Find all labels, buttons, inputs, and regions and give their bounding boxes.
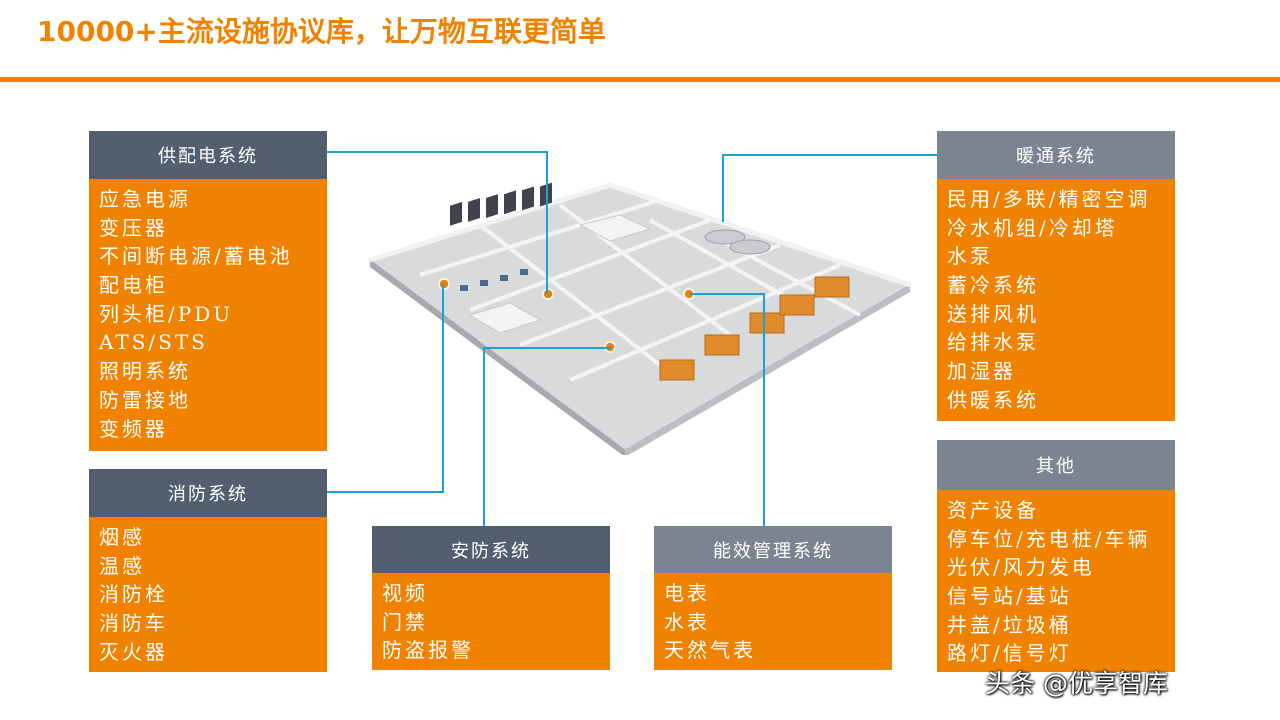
list-item: 资产设备 <box>947 498 1039 522</box>
list-item: 供暖系统 <box>947 387 1039 412</box>
list-item: 变压器 <box>99 215 168 240</box>
list-item: 电表 <box>664 581 710 605</box>
list-item: 不间断电源/蓄电池 <box>99 244 293 269</box>
list-item: ATS/STS <box>99 330 208 355</box>
power-supply-card: 供配电系统 应急电源 变压器 不间断电源/蓄电池 配电柜 列头柜/PDU ATS… <box>89 131 327 451</box>
list-item: 送排风机 <box>947 301 1039 326</box>
list-item: 信号站/基站 <box>947 584 1072 609</box>
security-list: 视频 门禁 防盗报警 <box>372 573 610 670</box>
list-item: 照明系统 <box>99 359 191 384</box>
list-item: 烟感 <box>99 525 145 549</box>
list-item: 消防车 <box>99 611 168 636</box>
fire-protection-list: 烟感 温感 消防栓 消防车 灭火器 <box>89 517 327 672</box>
list-item: 变频器 <box>99 416 168 441</box>
list-item: 配电柜 <box>99 273 168 298</box>
list-item: 停车位/充电桩/车辆 <box>947 526 1151 551</box>
power-supply-heading: 供配电系统 <box>89 131 327 179</box>
list-item: 灭火器 <box>99 639 168 664</box>
list-item: 应急电源 <box>99 187 191 211</box>
fire-protection-heading: 消防系统 <box>89 469 327 517</box>
energy-management-heading: 能效管理系统 <box>654 526 892 573</box>
list-item: 光伏/风力发电 <box>947 555 1095 580</box>
title-divider <box>0 77 1280 82</box>
list-item: 天然气表 <box>664 638 756 663</box>
power-supply-list: 应急电源 变压器 不间断电源/蓄电池 配电柜 列头柜/PDU ATS/STS 照… <box>89 179 327 451</box>
security-card: 安防系统 视频 门禁 防盗报警 <box>372 526 610 670</box>
list-item: 防盗报警 <box>382 638 474 663</box>
list-item: 门禁 <box>382 609 428 634</box>
hvac-list: 民用/多联/精密空调 冷水机组/冷却塔 水泵 蓄冷系统 送排风机 给排水泵 加湿… <box>937 179 1175 421</box>
other-heading: 其他 <box>937 440 1175 490</box>
list-item: 路灯/信号灯 <box>947 641 1072 666</box>
security-heading: 安防系统 <box>372 526 610 573</box>
list-item: 消防栓 <box>99 582 168 607</box>
fire-protection-card: 消防系统 烟感 温感 消防栓 消防车 灭火器 <box>89 469 327 672</box>
other-list: 资产设备 停车位/充电桩/车辆 光伏/风力发电 信号站/基站 井盖/垃圾桶 路灯… <box>937 490 1175 672</box>
energy-management-list: 电表 水表 天然气表 <box>654 573 892 670</box>
list-item: 民用/多联/精密空调 <box>947 187 1151 211</box>
page-title: 10000+主流设施协议库，让万物互联更简单 <box>37 15 606 48</box>
list-item: 井盖/垃圾桶 <box>947 612 1072 637</box>
data-center-floorplan-illustration <box>368 182 912 455</box>
list-item: 视频 <box>382 581 428 605</box>
other-card: 其他 资产设备 停车位/充电桩/车辆 光伏/风力发电 信号站/基站 井盖/垃圾桶… <box>937 440 1175 672</box>
energy-management-card: 能效管理系统 电表 水表 天然气表 <box>654 526 892 670</box>
list-item: 温感 <box>99 553 145 578</box>
list-item: 加湿器 <box>947 359 1016 384</box>
list-item: 水泵 <box>947 244 993 269</box>
list-item: 水表 <box>664 609 710 634</box>
list-item: 冷水机组/冷却塔 <box>947 215 1118 240</box>
list-item: 蓄冷系统 <box>947 273 1039 298</box>
list-item: 防雷接地 <box>99 387 191 412</box>
list-item: 列头柜/PDU <box>99 301 234 326</box>
list-item: 给排水泵 <box>947 330 1039 355</box>
watermark: 头条 @优享智库 <box>985 669 1168 698</box>
hvac-heading: 暖通系统 <box>937 131 1175 179</box>
hvac-card: 暖通系统 民用/多联/精密空调 冷水机组/冷却塔 水泵 蓄冷系统 送排风机 给排… <box>937 131 1175 421</box>
